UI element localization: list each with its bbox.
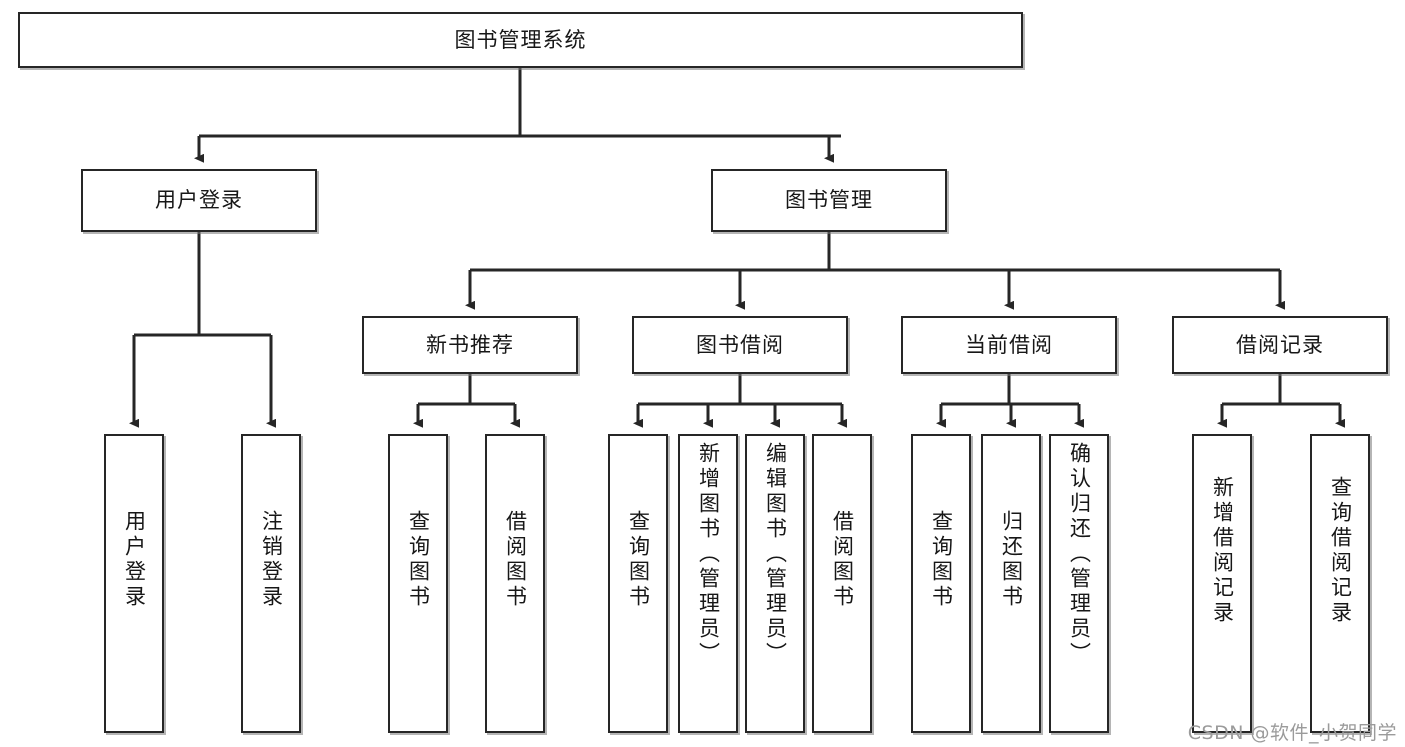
node-book-manage-label: 图书管理 bbox=[785, 188, 873, 213]
node-current-borrow-label: 当前借阅 bbox=[965, 332, 1053, 357]
node-leaf-return-book[interactable]: 归还图书 bbox=[981, 434, 1041, 733]
node-leaf-confirm-return-label: 确认归还（管理员） bbox=[1067, 442, 1092, 667]
node-leaf-query-record[interactable]: 查询借阅记录 bbox=[1310, 434, 1370, 733]
node-leaf-query-book-3[interactable]: 查询图书 bbox=[911, 434, 971, 733]
node-new-book-rec-label: 新书推荐 bbox=[426, 332, 514, 357]
node-leaf-query-book-2-label: 查询图书 bbox=[626, 510, 651, 610]
node-root-label: 图书管理系统 bbox=[454, 27, 587, 52]
node-root[interactable]: 图书管理系统 bbox=[18, 12, 1023, 68]
node-leaf-add-book[interactable]: 新增图书（管理员） bbox=[678, 434, 738, 733]
node-new-book-rec[interactable]: 新书推荐 bbox=[362, 316, 578, 374]
node-leaf-edit-book-label: 编辑图书（管理员） bbox=[763, 442, 788, 667]
node-leaf-query-record-label: 查询借阅记录 bbox=[1328, 476, 1353, 626]
node-leaf-borrow-book-2-label: 借阅图书 bbox=[830, 510, 855, 610]
node-leaf-borrow-book-1-label: 借阅图书 bbox=[503, 510, 528, 610]
node-leaf-query-book-1[interactable]: 查询图书 bbox=[388, 434, 448, 733]
node-leaf-add-record-label: 新增借阅记录 bbox=[1210, 476, 1235, 626]
node-leaf-add-record[interactable]: 新增借阅记录 bbox=[1192, 434, 1252, 733]
node-leaf-return-book-label: 归还图书 bbox=[999, 510, 1024, 610]
node-leaf-edit-book[interactable]: 编辑图书（管理员） bbox=[745, 434, 805, 733]
node-leaf-user-login[interactable]: 用户登录 bbox=[104, 434, 164, 733]
node-book-borrow-label: 图书借阅 bbox=[696, 332, 784, 357]
node-borrow-record[interactable]: 借阅记录 bbox=[1172, 316, 1388, 374]
node-user-login-label: 用户登录 bbox=[155, 188, 243, 213]
node-leaf-borrow-book-1[interactable]: 借阅图书 bbox=[485, 434, 545, 733]
node-leaf-logout[interactable]: 注销登录 bbox=[241, 434, 301, 733]
watermark-text: CSDN @软件_小贺同学 bbox=[1187, 722, 1397, 744]
node-leaf-query-book-1-label: 查询图书 bbox=[406, 510, 431, 610]
node-leaf-borrow-book-2[interactable]: 借阅图书 bbox=[812, 434, 872, 733]
node-leaf-confirm-return[interactable]: 确认归还（管理员） bbox=[1049, 434, 1109, 733]
node-leaf-query-book-2[interactable]: 查询图书 bbox=[608, 434, 668, 733]
node-user-login[interactable]: 用户登录 bbox=[81, 169, 317, 232]
node-leaf-user-login-label: 用户登录 bbox=[122, 510, 147, 610]
node-borrow-record-label: 借阅记录 bbox=[1236, 332, 1324, 357]
node-book-manage[interactable]: 图书管理 bbox=[711, 169, 947, 232]
node-leaf-add-book-label: 新增图书（管理员） bbox=[696, 442, 721, 667]
node-book-borrow[interactable]: 图书借阅 bbox=[632, 316, 848, 374]
node-leaf-logout-label: 注销登录 bbox=[259, 510, 284, 610]
node-current-borrow[interactable]: 当前借阅 bbox=[901, 316, 1117, 374]
node-leaf-query-book-3-label: 查询图书 bbox=[929, 510, 954, 610]
